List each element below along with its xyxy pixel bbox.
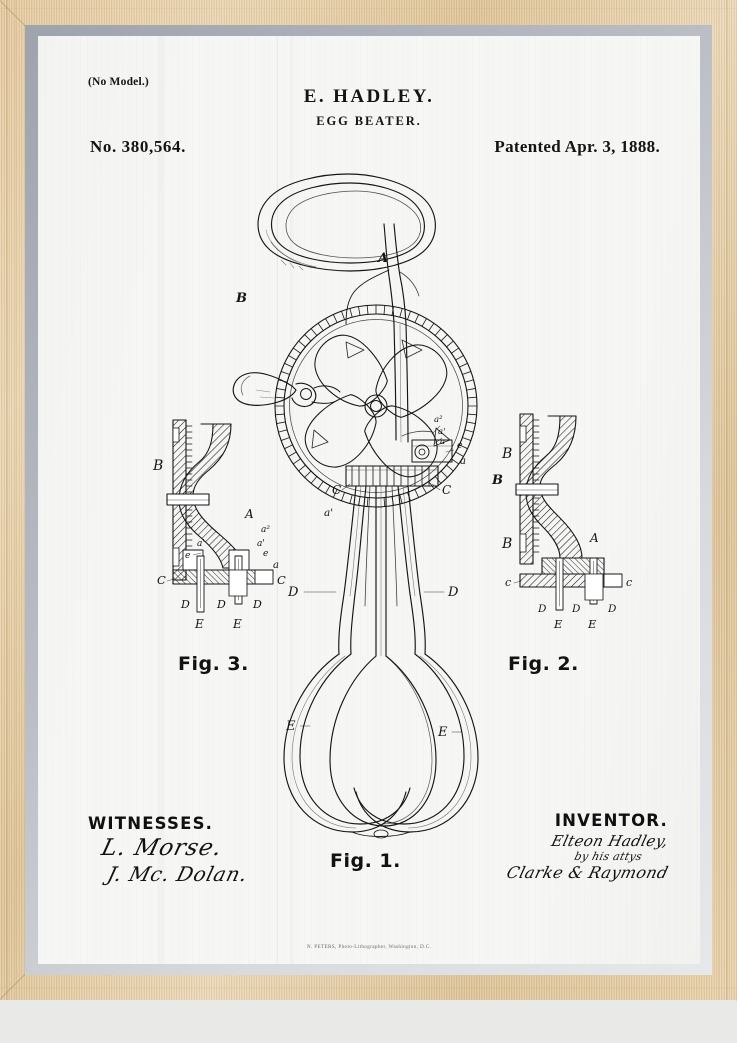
crank-handle: [232, 372, 341, 408]
ref-letter-C-right-fig1: C: [442, 483, 451, 497]
fig2-spindles: [555, 557, 604, 611]
ref-letter-D-3-fig3: D: [252, 598, 262, 611]
ref-letter-a-prime-fig3: a': [197, 539, 205, 549]
ref-letter-D-2-fig2: D: [571, 603, 581, 615]
witnesses-block: WITNESSES. L. Morse. J. Mc. Dolan.: [88, 814, 298, 886]
inventor-signature: Elteon Hadley,: [549, 832, 671, 850]
frame-wood-grain: [0, 8, 737, 9]
frame-wood-grain: [15, 0, 16, 1000]
witness-signature-2: J. Mc. Dolan.: [105, 862, 251, 886]
patent-invention-title: EGG BEATER.: [316, 114, 422, 128]
patent-drawing-sheet: (No Model.) E. HADLEY. EGG BEATER. No. 3…: [38, 36, 700, 964]
ref-letter-e-left-fig3: e: [185, 551, 190, 561]
beater-wire-loops: [283, 653, 479, 839]
ref-letter-e-right-fig3: e: [263, 549, 268, 559]
ref-letter-B-left-fig1: B: [235, 291, 247, 306]
ref-letter-a-lower-fig1: a: [460, 456, 466, 467]
ref-letter-e-fig1: e: [457, 441, 462, 451]
pinion-gear: [345, 425, 455, 487]
ref-letter-D-left-fig1: D: [287, 585, 299, 600]
ref-letter-A-fig3: A: [244, 507, 254, 521]
paper-fold-line: [277, 36, 278, 964]
ref-letter-A-fig1: A: [376, 251, 388, 266]
beater-shafts: [338, 485, 426, 657]
ref-letter-B-right-fig1: B: [491, 473, 503, 488]
frame-wood-grain: [0, 987, 737, 989]
patent-inventor-heading: E. HADLEY.: [303, 86, 435, 107]
ref-letter-A-fig2: A: [589, 531, 599, 545]
fig3-clamp-pin: [166, 493, 210, 506]
ref-letter-E-2-fig2: E: [587, 617, 597, 631]
ref-letter-D-3-fig2: D: [607, 603, 617, 615]
printer-imprint: N. PETERS, Photo-Lithographer, Washingto…: [306, 944, 432, 950]
frame-wood-grain: [718, 0, 719, 1000]
attorney-line-2: Clarke & Raymond: [504, 863, 671, 882]
figure-2-label: Fig. 2.: [508, 653, 579, 675]
attorney-line-1: by his attys: [573, 850, 644, 863]
handle-shank: [345, 223, 420, 443]
ref-letter-D-2-fig3: D: [216, 598, 226, 611]
ref-letter-a-fig1: a: [440, 437, 445, 447]
ref-letter-B-upper-fig2: B: [501, 446, 512, 462]
ref-letter-a2-fig1: a²: [434, 415, 443, 425]
ref-letter-C-right-fig3: C: [277, 573, 286, 587]
ref-letter-C-left-fig3: C: [157, 573, 166, 587]
inventor-block: INVENTOR. Elteon Hadley, by his attys Cl…: [478, 811, 671, 882]
ref-letter-E-right-fig1: E: [437, 725, 448, 740]
figure-3-label: Fig. 3.: [178, 653, 249, 675]
fig2-clamp-pin: [515, 483, 559, 496]
ref-letter-a-prime2-fig1: a': [438, 427, 445, 437]
figure-3-drawing: B A a² a' a' e e a C C D D D E E: [143, 406, 308, 656]
inventor-label: INVENTOR.: [554, 811, 668, 830]
ref-letter-B-fig3: B: [152, 458, 163, 474]
patent-date: Patented Apr. 3, 1888.: [494, 137, 660, 156]
figure-2-drawing: B B A c c D D D E E: [490, 406, 650, 656]
ref-letter-c-left-fig2: c: [505, 576, 511, 589]
ref-letter-D-1-fig2: D: [537, 603, 547, 615]
frame-wood-grain: [726, 0, 728, 1000]
ref-letter-E-1-fig3: E: [194, 617, 204, 631]
ref-letter-D-1-fig3: D: [180, 598, 190, 611]
gear-spoke-openings: [304, 334, 448, 478]
figure-1-label: Fig. 1.: [330, 850, 401, 872]
ref-letter-c-right-fig2: c: [626, 576, 632, 589]
witness-signature-1: L. Morse.: [98, 835, 226, 861]
ref-letter-C-left-fig1: C: [332, 483, 341, 497]
ref-letter-a-fig3: a: [273, 560, 279, 571]
ref-letter-E-2-fig3: E: [232, 617, 242, 631]
frame-wood-grain: [6, 0, 8, 1000]
ref-letter-a2-fig3: a²: [261, 525, 270, 535]
ref-letter-B-lower-fig2: B: [501, 536, 512, 552]
witnesses-label: WITNESSES.: [88, 814, 214, 833]
handle-loop-outer: [257, 173, 436, 272]
patent-number: No. 380,564.: [90, 137, 186, 156]
ref-letter-E-1-fig2: E: [553, 617, 563, 631]
figure-1-drawing: A: [226, 164, 516, 864]
ref-letter-E-left-fig1: E: [285, 719, 296, 734]
ref-letter-a-prime2-fig3: a': [257, 539, 265, 549]
ref-letter-D-right-fig1: D: [447, 585, 459, 600]
fig3-spindles: [196, 555, 248, 613]
ref-letter-a-prime-fig1: a': [324, 507, 333, 519]
no-model-label: (No Model.): [88, 76, 149, 88]
fig2-base-plate: [519, 557, 623, 588]
